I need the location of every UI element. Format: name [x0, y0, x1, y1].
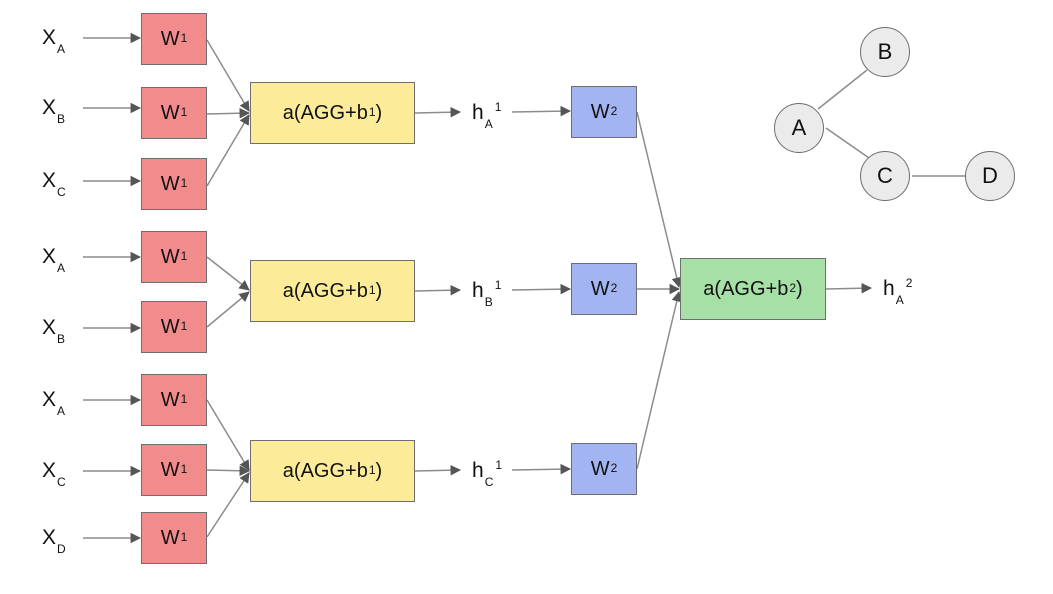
- w1-to-agg-arrow: [206, 256, 250, 291]
- w1-to-agg-arrow: [206, 107, 251, 119]
- w1-to-agg-arrow: [206, 291, 250, 328]
- graph-edge-a-b: [817, 69, 868, 110]
- hidden-label-layer1: hB1: [472, 278, 502, 309]
- w2-to-agg-arrow: [636, 290, 682, 470]
- input-label: XA: [42, 26, 66, 56]
- agg-to-output-arrow: [825, 282, 873, 294]
- w1-to-agg-arrow: [206, 39, 250, 112]
- input-label: XD: [42, 526, 66, 556]
- hidden-to-w2-arrow: [511, 105, 572, 117]
- graph-node-c: C: [860, 151, 910, 201]
- w2-to-agg-arrow: [636, 111, 682, 289]
- hidden-label-layer1: hA1: [472, 100, 502, 131]
- w1-to-agg-arrow: [206, 114, 250, 187]
- agg-to-hidden-arrow: [414, 284, 462, 296]
- input-label: XB: [42, 96, 66, 126]
- input-label: XC: [42, 459, 66, 489]
- input-label: XA: [42, 245, 66, 275]
- w1-to-agg-arrow: [206, 399, 250, 471]
- input-label: XA: [42, 388, 66, 418]
- output-label: hA2: [883, 276, 913, 307]
- graph-node-b: B: [860, 27, 910, 77]
- agg-to-hidden-arrow: [414, 106, 462, 118]
- input-label: XB: [42, 316, 66, 346]
- hidden-to-w2-arrow: [511, 463, 572, 475]
- graph-node-a: A: [774, 103, 824, 153]
- w1-to-agg-arrow: [206, 465, 251, 477]
- agg-to-hidden-arrow: [414, 464, 462, 476]
- graph-edge-a-c: [825, 127, 870, 159]
- input-label: XC: [42, 169, 66, 199]
- graph-node-d: D: [965, 151, 1015, 201]
- hidden-label-layer1: hC1: [472, 458, 503, 489]
- w1-to-agg-arrow: [206, 472, 250, 538]
- hidden-to-w2-arrow: [511, 283, 572, 295]
